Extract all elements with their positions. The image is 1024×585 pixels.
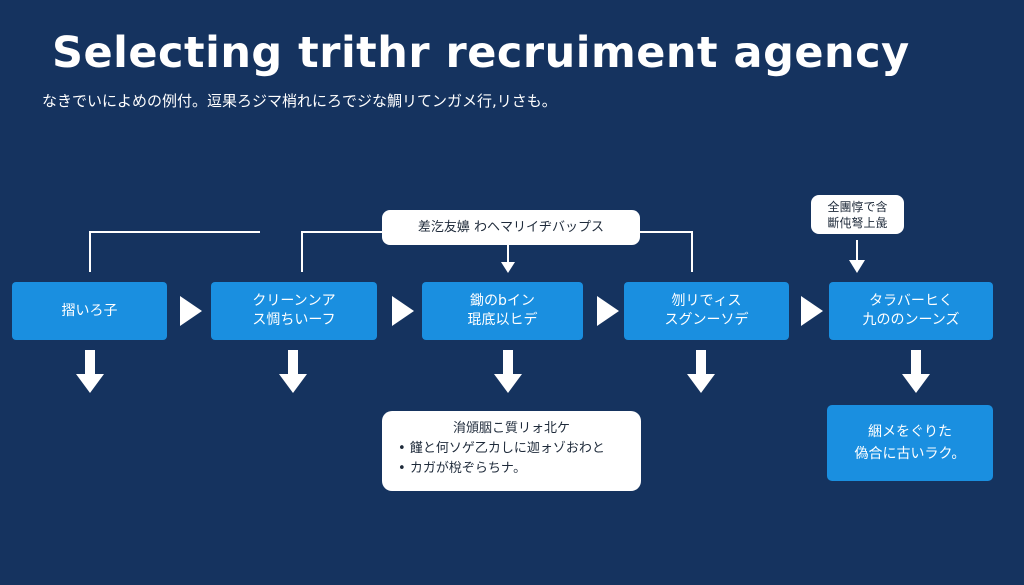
result-line: 綑メをぐりた [868, 424, 952, 440]
result-line: 偽合に古いラク。 [854, 446, 966, 462]
step-label: ス惆ちいーフ [252, 312, 336, 328]
step-label: タラバーヒく [869, 293, 953, 309]
step-label: 摺いろ子 [61, 302, 118, 319]
step-label: 琨底以ヒデ [467, 312, 538, 328]
diagram-subtitle: なきでいによめの例付。逗果ろジマ梢れにろでジな鯛リてンガメ行,リさも。 [42, 92, 557, 110]
arrow-down-icon [501, 262, 515, 273]
connector-line-right [640, 231, 693, 272]
arrow-down-icon [687, 350, 715, 393]
step-label: 九ののンーンズ [862, 312, 960, 328]
right-callout-line: 全團惇で含 [827, 199, 888, 214]
arrow-down-icon [76, 350, 104, 393]
step-2: クリーンンア ス惆ちいーフ [211, 282, 377, 340]
note-box: 㳙頒胭こ質リォ北ケ • 饉と何ソゲ乙カしに迦ォゾおわと • カガが梲ぞらちナ。 [382, 411, 641, 491]
step-4: 刎リでィス スグンーソデ [624, 282, 789, 340]
result-box: 綑メをぐりた 偽合に古いラク。 [827, 405, 993, 481]
arrow-down-icon [902, 350, 930, 393]
step-5: タラバーヒく 九ののンーンズ [829, 282, 993, 340]
step-label: クリーンンア [252, 293, 336, 309]
arrow-right-icon [801, 296, 823, 326]
arrow-right-icon [597, 296, 619, 326]
arrow-down-icon [849, 260, 865, 273]
step-1: 摺いろ子 [12, 282, 167, 340]
top-callout: 差汔友嬶 わヘマリイヂバップス [382, 210, 640, 245]
connector-line-mid [301, 231, 382, 272]
arrow-right-icon [392, 296, 414, 326]
right-callout-line: 斷伅弩上彘 [827, 215, 888, 230]
note-bullet: カガが梲ぞらちナ。 [409, 461, 527, 476]
diagram-title: Selecting trithr recruiment agency [52, 28, 910, 78]
step-label: 刎リでィス [671, 293, 742, 309]
note-heading: 㳙頒胭こ質リォ北ケ [452, 421, 570, 436]
top-callout-text: 差汔友嬶 わヘマリイヂバップス [417, 220, 605, 235]
arrow-down-icon [279, 350, 307, 393]
right-callout: 全團惇で含 斷伅弩上彘 [811, 195, 904, 234]
arrow-down-icon [494, 350, 522, 393]
arrow-right-icon [180, 296, 202, 326]
step-label: スグンーソデ [664, 312, 749, 328]
connector-line-left [89, 231, 260, 272]
note-bullet: 饉と何ソゲ乙カしに迦ォゾおわと [409, 441, 605, 456]
step-label: 鋤のbイン [470, 293, 535, 309]
step-3: 鋤のbイン 琨底以ヒデ [422, 282, 583, 340]
